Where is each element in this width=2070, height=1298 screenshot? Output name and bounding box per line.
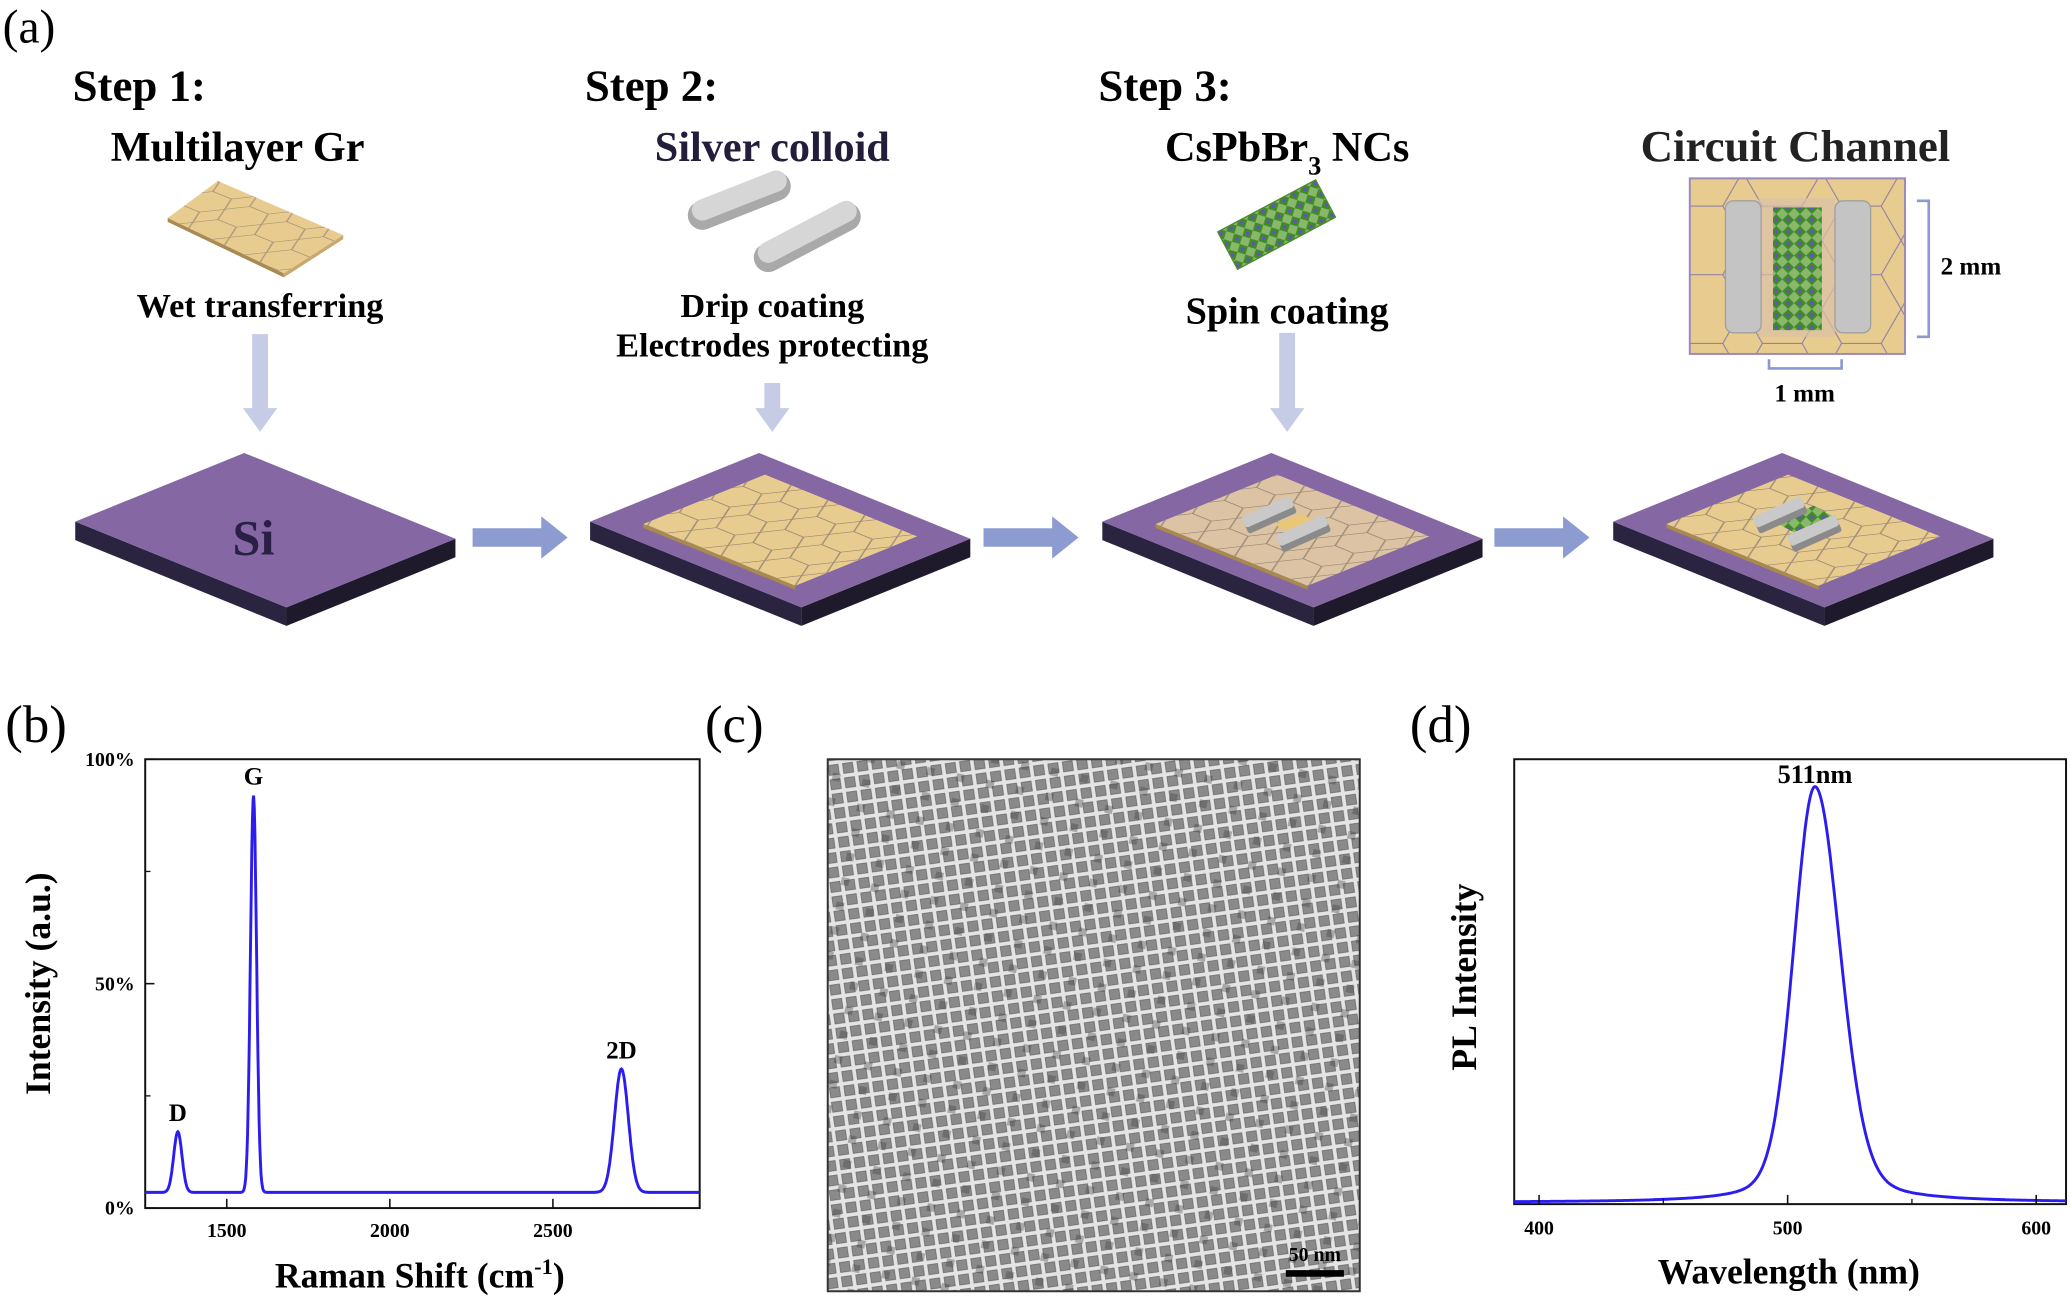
perovskite-nanocrystal-icon bbox=[1216, 178, 1337, 271]
step2-process-1: Drip coating bbox=[680, 287, 864, 325]
result-title: Circuit Channel bbox=[1641, 121, 1951, 171]
plot-frame bbox=[1513, 758, 2068, 1206]
x-axis-label: Wavelength (nm) bbox=[1658, 1251, 1920, 1291]
step3-process: Spin coating bbox=[1186, 291, 1389, 333]
scale-bar-label: 50 nm bbox=[1289, 1244, 1342, 1266]
right-arrow-icon bbox=[1494, 516, 1590, 559]
peak-label: G bbox=[244, 764, 264, 791]
x-tick-label: 2500 bbox=[533, 1220, 573, 1242]
silver-electrode bbox=[1276, 515, 1331, 552]
right-arrows bbox=[472, 516, 1590, 559]
down-arrows bbox=[242, 332, 1305, 432]
tem-image: 50 nm bbox=[826, 758, 1361, 1293]
step1-material: Multilayer Gr bbox=[111, 124, 365, 171]
step2-title: Step 2: bbox=[585, 60, 718, 110]
silver-electrode bbox=[1242, 496, 1297, 534]
down-arrow-icon bbox=[1269, 332, 1305, 432]
x-axis-label: Raman Shift (cm-1) bbox=[275, 1254, 565, 1295]
step1-title: Step 1: bbox=[73, 60, 206, 110]
raman-chart: 1500 2000 2500 0% 50% 100% D G 2D Raman Shift (c… bbox=[18, 749, 701, 1295]
perovskite-film bbox=[1774, 505, 1838, 535]
x-tick-label: 500 bbox=[1773, 1217, 1803, 1239]
raman-curve bbox=[145, 795, 700, 1194]
substrate-label-si: Si bbox=[233, 510, 275, 566]
step3-title: Step 3: bbox=[1098, 60, 1231, 110]
peak-label: D bbox=[169, 1100, 187, 1127]
silver-electrode bbox=[1787, 515, 1842, 552]
down-arrow-icon bbox=[755, 382, 790, 432]
y-tick-label: 100% bbox=[85, 749, 135, 771]
x-tick-label: 1500 bbox=[207, 1220, 247, 1242]
silicon-substrate-2 bbox=[590, 452, 971, 626]
plot-frame bbox=[144, 758, 701, 1210]
silver-electrode bbox=[1753, 496, 1808, 534]
step1-process: Wet transferring bbox=[137, 287, 384, 325]
y-axis-label: Intensity (a.u.) bbox=[18, 872, 58, 1095]
x-tick-label: 400 bbox=[1524, 1217, 1554, 1239]
y-axis-label: PL Intensity bbox=[1444, 883, 1484, 1070]
perovskite-channel bbox=[1772, 207, 1822, 331]
pl-curve bbox=[1514, 785, 2067, 1204]
panel-a: (a) Step 1: Multilayer Gr Wet transferri… bbox=[3, 1, 2002, 626]
silicon-substrate-1 bbox=[75, 452, 456, 626]
step3-material: CsPbBr3 NCs bbox=[1165, 124, 1409, 180]
electrode-right bbox=[1834, 200, 1872, 334]
x-tick-label: 2000 bbox=[370, 1220, 410, 1242]
panel-label-d: (d) bbox=[1410, 696, 1472, 754]
bracket-height bbox=[1916, 199, 1931, 339]
circuit-channel-inset: 2 mm 1 mm bbox=[1688, 177, 2002, 407]
panel-label-b: (b) bbox=[5, 696, 67, 754]
right-arrow-icon bbox=[983, 516, 1079, 559]
bracket-width bbox=[1767, 359, 1843, 370]
graphene-sheet-icon bbox=[167, 181, 344, 278]
y-tick-label: 0% bbox=[105, 1198, 135, 1220]
pl-chart: 400 500 600 511nm Wavelength (nm) PL Intens… bbox=[1444, 758, 2068, 1291]
width-label: 1 mm bbox=[1774, 380, 1835, 407]
panel-label-a: (a) bbox=[3, 1, 56, 53]
down-arrow-icon bbox=[242, 334, 278, 432]
y-tick-label: 50% bbox=[95, 973, 135, 995]
scale-bar bbox=[1285, 1270, 1344, 1277]
step2-material: Silver colloid bbox=[655, 124, 891, 171]
x-tick-label: 600 bbox=[2021, 1217, 2051, 1239]
peak-label: 2D bbox=[606, 1037, 637, 1064]
right-arrow-icon bbox=[472, 516, 568, 559]
substrates bbox=[75, 452, 1994, 626]
graphene-layer bbox=[643, 474, 918, 590]
peak-label: 511nm bbox=[1778, 759, 1853, 789]
panel-label-c: (c) bbox=[705, 696, 764, 754]
silicon-substrate-3 bbox=[1102, 452, 1483, 626]
height-label: 2 mm bbox=[1941, 254, 2002, 281]
electrode-left bbox=[1724, 200, 1762, 334]
step2-process-2: Electrodes protecting bbox=[616, 327, 928, 365]
silver-electrodes-icon bbox=[687, 170, 861, 273]
silicon-substrate-4 bbox=[1613, 452, 1994, 626]
